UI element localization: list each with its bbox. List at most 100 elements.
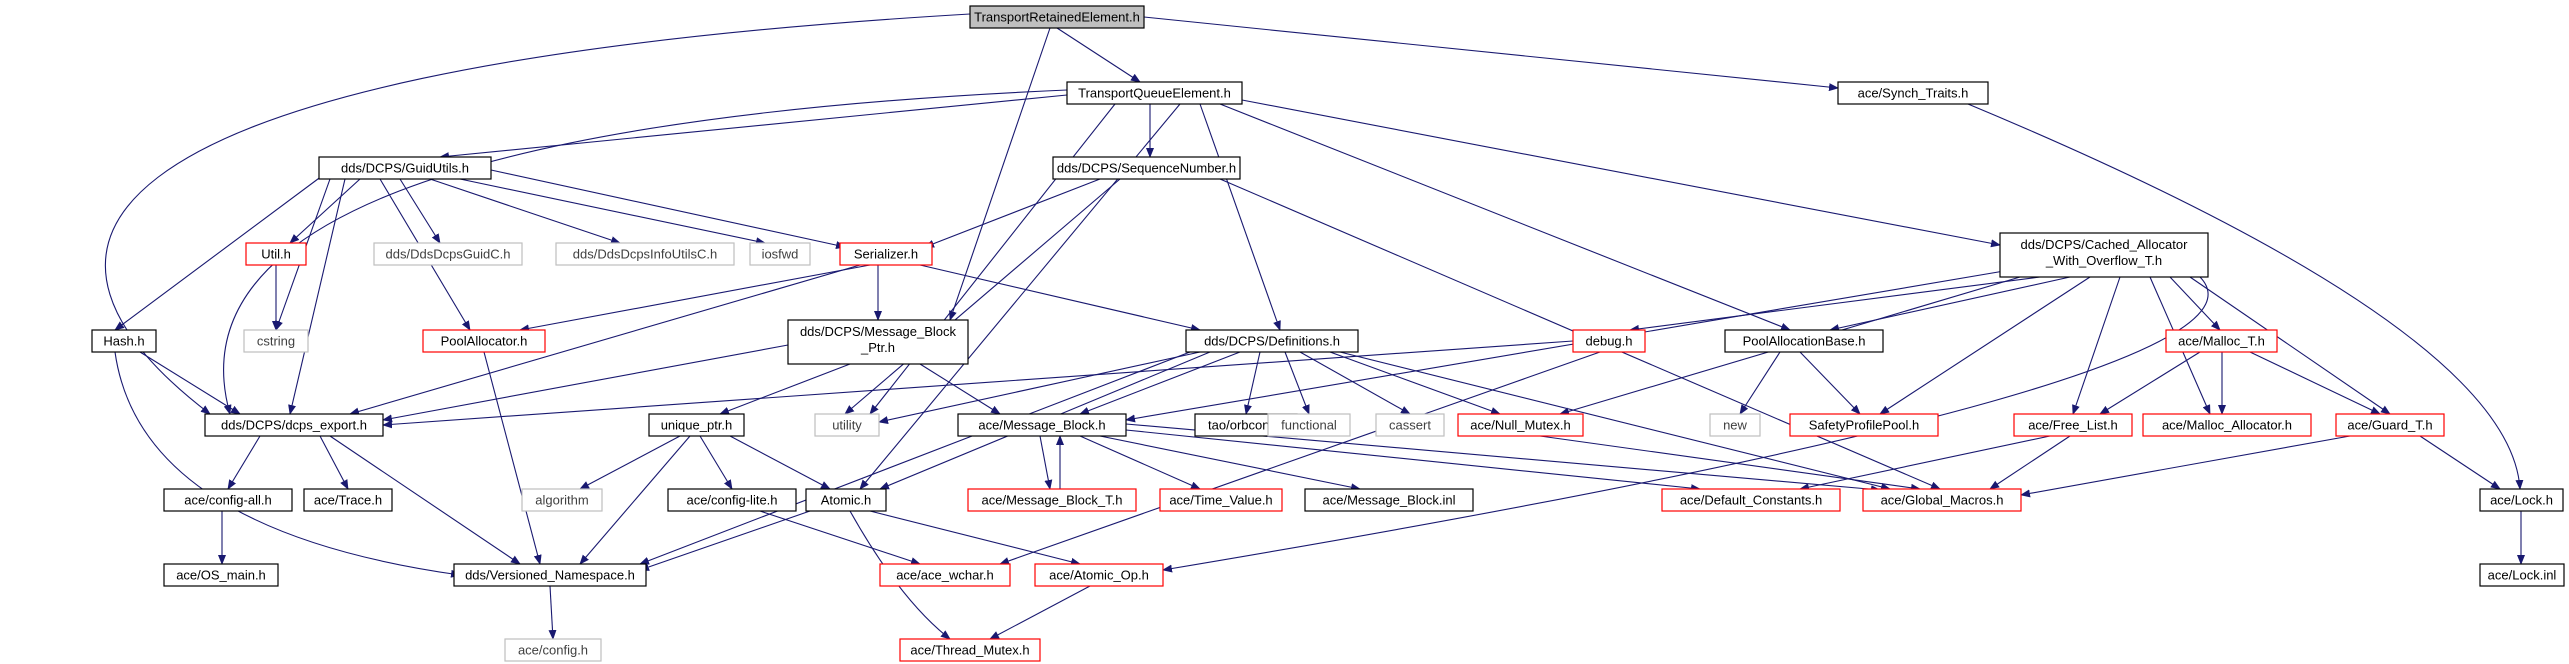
node-nullmutex[interactable]: ace/Null_Mutex.h	[1457, 413, 1584, 437]
node-configall[interactable]: ace/config-all.h	[163, 488, 293, 512]
node-malloct[interactable]: ace/Malloc_T.h	[2165, 329, 2278, 353]
edge-poolalloc-to-versioned	[483, 351, 542, 565]
node-atomic[interactable]: Atomic.h	[805, 488, 887, 512]
edge-malloct-to-freelist	[2099, 351, 2201, 415]
node-infoutils[interactable]: dds/DdsDcpsInfoUtilsC.h	[555, 242, 735, 266]
node-label: iosfwd	[762, 247, 799, 262]
edge-cached-to-debug	[1629, 276, 2041, 333]
node-synch[interactable]: ace/Synch_Traits.h	[1837, 81, 1989, 105]
node-cassert[interactable]: cassert	[1375, 413, 1445, 437]
node-box	[839, 242, 933, 266]
node-label: Util.h	[261, 247, 291, 262]
node-new[interactable]: new	[1709, 413, 1761, 437]
node-atomicop[interactable]: ace/Atomic_Op.h	[1034, 563, 1164, 587]
node-box	[967, 488, 1137, 512]
edge-seqnum-to-serializer	[924, 178, 1101, 248]
node-mbt[interactable]: ace/Message_Block_T.h	[967, 488, 1137, 512]
node-box	[805, 488, 887, 512]
node-globalmacros[interactable]: ace/Global_Macros.h	[1862, 488, 2022, 512]
node-box	[2013, 413, 2133, 437]
node-lockh[interactable]: ace/Lock.h	[2479, 488, 2564, 512]
edge-defs-to-globalmacros	[1339, 351, 1891, 491]
node-freelist[interactable]: ace/Free_List.h	[2013, 413, 2133, 437]
node-acewchar[interactable]: ace/ace_wchar.h	[879, 563, 1011, 587]
edge-guid-to-serializer	[490, 169, 846, 249]
node-tqe[interactable]: TransportQueueElement.h	[1066, 81, 1243, 105]
node-box	[204, 413, 384, 437]
node-functional[interactable]: functional	[1267, 413, 1351, 437]
edge-uniqueptr-to-configlite	[699, 435, 733, 490]
node-box	[667, 488, 797, 512]
edge-atomic-to-threadmutex	[849, 510, 951, 640]
node-seqnum[interactable]: dds/DCPS/SequenceNumber.h	[1052, 156, 1241, 180]
node-guidc[interactable]: dds/DdsDcpsGuidC.h	[373, 242, 523, 266]
node-box	[1457, 413, 1584, 437]
node-box	[303, 488, 393, 512]
node-serializer[interactable]: Serializer.h	[839, 242, 933, 266]
edge-hash-to-dcpsexport	[139, 351, 241, 415]
node-uniqueptr[interactable]: unique_ptr.h	[648, 413, 745, 437]
node-label: ace/config-lite.h	[686, 493, 777, 508]
node-poolbase[interactable]: PoolAllocationBase.h	[1724, 329, 1884, 353]
node-dcpsexport[interactable]: dds/DCPS/dcps_export.h	[204, 413, 384, 437]
node-box	[1375, 413, 1445, 437]
node-config[interactable]: ace/config.h	[504, 638, 602, 662]
node-label: ace/Malloc_Allocator.h	[2162, 418, 2292, 433]
node-osmain[interactable]: ace/OS_main.h	[163, 563, 279, 587]
node-label: ace/Message_Block.h	[978, 418, 1105, 433]
node-label: ace/Thread_Mutex.h	[910, 643, 1029, 658]
node-timevalue[interactable]: ace/Time_Value.h	[1159, 488, 1283, 512]
node-cached[interactable]: dds/DCPS/Cached_Allocator_With_Overflow_…	[1999, 232, 2209, 278]
edge-guid-to-util	[289, 178, 361, 244]
node-box	[373, 242, 523, 266]
edge-msgblock-to-mbinl	[1099, 435, 1361, 492]
edge-freelist-to-defconst	[1799, 435, 2051, 492]
node-mbptr[interactable]: dds/DCPS/Message_Block_Ptr.h	[787, 319, 969, 365]
node-guardt[interactable]: ace/Guard_T.h	[2335, 413, 2445, 437]
node-versioned[interactable]: dds/Versioned_Namespace.h	[453, 563, 647, 587]
edge-mbptr-to-msgblock	[919, 363, 1001, 415]
node-box	[957, 413, 1127, 437]
node-box	[1185, 329, 1359, 353]
edge-defs-to-msgblock	[1079, 351, 1241, 415]
node-iosfwd[interactable]: iosfwd	[749, 242, 811, 266]
edge-defs-to-versioned	[639, 351, 1191, 565]
node-configlite[interactable]: ace/config-lite.h	[667, 488, 797, 512]
node-label: PoolAllocationBase.h	[1743, 334, 1866, 349]
node-util[interactable]: Util.h	[245, 242, 307, 266]
node-debug[interactable]: debug.h	[1572, 329, 1646, 353]
node-mbinl[interactable]: ace/Message_Block.inl	[1304, 488, 1474, 512]
node-guid[interactable]: dds/DCPS/GuidUtils.h	[318, 156, 492, 180]
edge-guardt-to-globalmacros	[2020, 435, 2351, 498]
node-box	[2479, 488, 2564, 512]
node-box	[521, 488, 603, 512]
edge-guid-to-iosfwd	[459, 178, 766, 246]
edge-tqe-to-cached	[1241, 99, 2001, 248]
node-utility[interactable]: utility	[814, 413, 880, 437]
dependency-edges	[104, 13, 2525, 640]
node-defs[interactable]: dds/DCPS/Definitions.h	[1185, 329, 1359, 353]
node-threadmutex[interactable]: ace/Thread_Mutex.h	[899, 638, 1041, 662]
node-mallocalloc[interactable]: ace/Malloc_Allocator.h	[2142, 413, 2312, 437]
node-box	[504, 638, 602, 662]
node-algorithm[interactable]: algorithm	[521, 488, 603, 512]
node-safetypool[interactable]: SafetyProfilePool.h	[1789, 413, 1939, 437]
node-defconst[interactable]: ace/Default_Constants.h	[1661, 488, 1841, 512]
node-root[interactable]: TransportRetainedElement.h	[969, 5, 1145, 29]
node-cstring[interactable]: cstring	[243, 329, 309, 353]
node-msgblock[interactable]: ace/Message_Block.h	[957, 413, 1127, 437]
node-trace[interactable]: ace/Trace.h	[303, 488, 393, 512]
node-box	[1267, 413, 1351, 437]
edge-hash-to-versioned	[114, 351, 461, 578]
node-box	[555, 242, 735, 266]
node-poolalloc[interactable]: PoolAllocator.h	[422, 329, 546, 353]
node-hash[interactable]: Hash.h	[91, 329, 157, 353]
node-label: ace/Lock.h	[2490, 493, 2553, 508]
edge-defs-to-nullmutex	[1329, 351, 1501, 415]
node-label: ace/Malloc_T.h	[2178, 334, 2265, 349]
edge-configlite-to-acewchar	[759, 510, 921, 565]
node-lockinl[interactable]: ace/Lock.inl	[2479, 563, 2565, 587]
node-box	[1661, 488, 1841, 512]
edge-dcpsexport-to-versioned	[329, 435, 521, 565]
